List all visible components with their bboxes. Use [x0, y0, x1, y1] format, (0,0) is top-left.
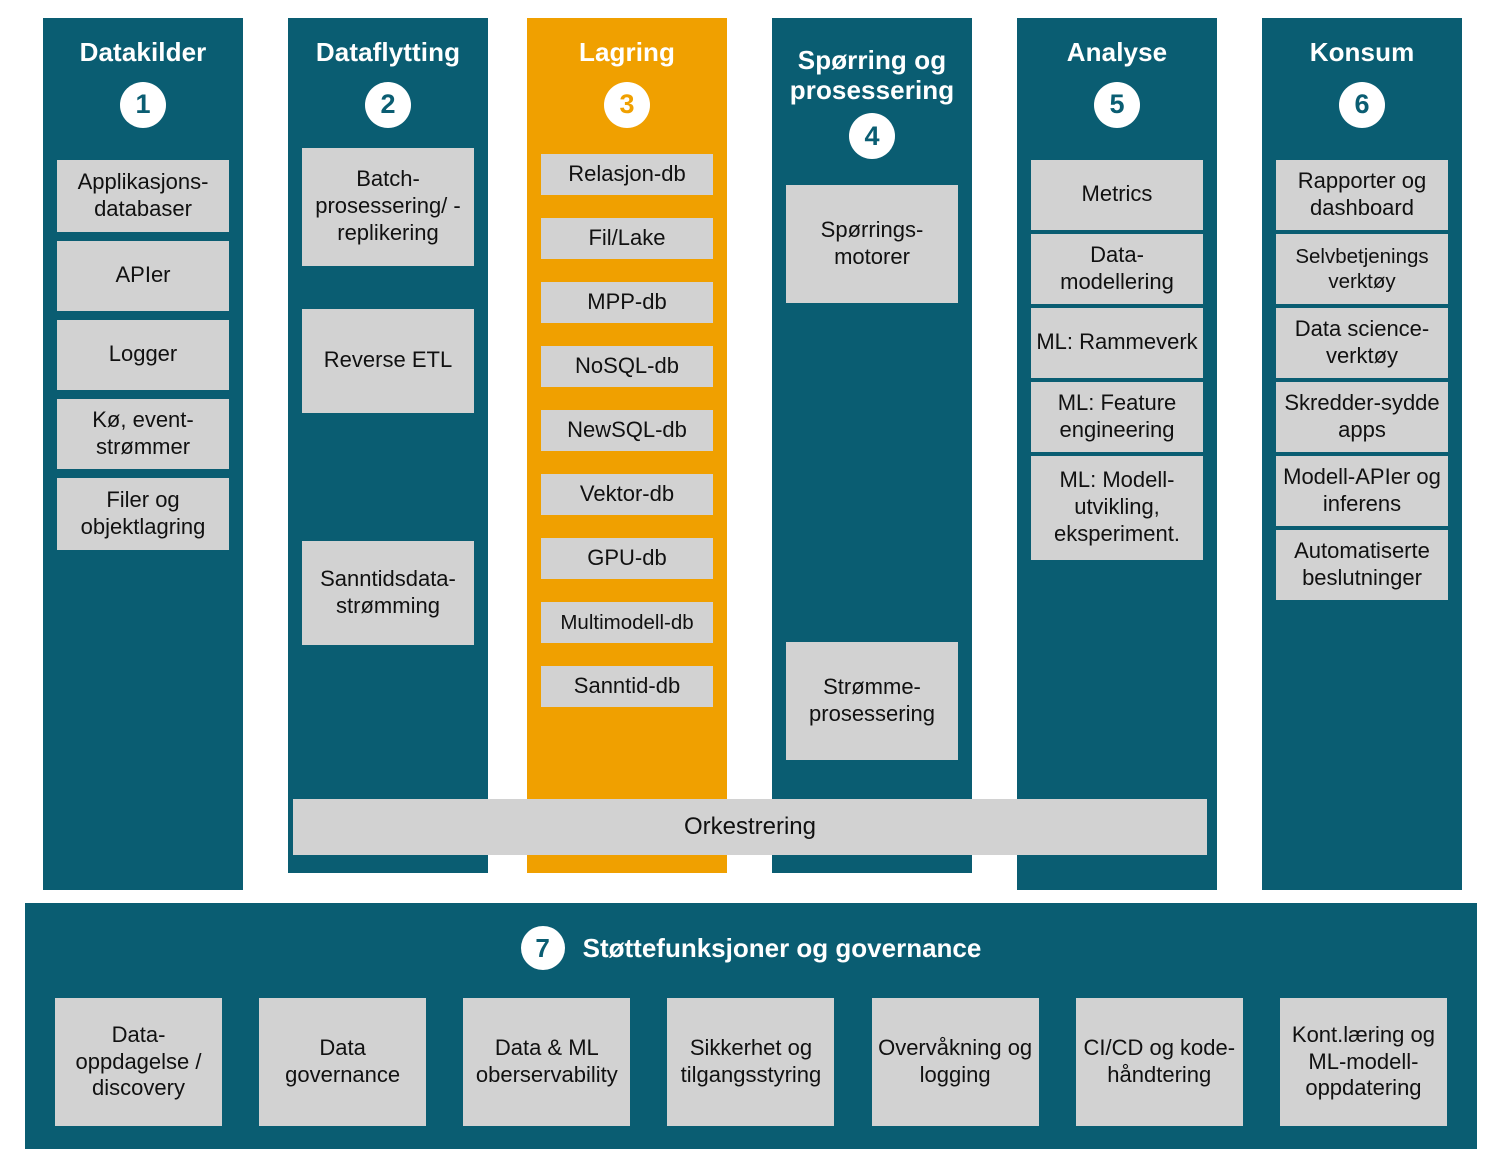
column-datakilder[interactable]: Datakilder 1 Applikasjons-databaser APIe…: [43, 18, 243, 890]
governance-panel: 7 Støttefunksjoner og governance Data-op…: [25, 903, 1477, 1149]
governance-number-badge: 7: [520, 926, 565, 970]
item-box[interactable]: Logger: [57, 319, 229, 390]
column-items: Spørrings-motorer Strømme-prosessering: [786, 185, 958, 769]
item-box[interactable]: NewSQL-db: [541, 409, 713, 451]
item-box[interactable]: Sikkerhet og tilgangsstyring: [667, 998, 835, 1126]
column-number-badge: 2: [365, 81, 411, 128]
column-number-badge: 5: [1094, 81, 1140, 128]
item-box[interactable]: Kont.læring og ML-modell-oppdatering: [1279, 998, 1447, 1126]
item-box[interactable]: Metrics: [1031, 159, 1203, 230]
item-box[interactable]: Reverse ETL: [302, 308, 474, 413]
item-box[interactable]: ML: Feature engineering: [1031, 381, 1203, 452]
column-number-badge: 3: [604, 81, 650, 128]
item-box[interactable]: Filer og objektlagring: [57, 477, 229, 550]
column-title: Datakilder: [79, 37, 207, 67]
item-box[interactable]: Kø, event-strømmer: [57, 398, 229, 469]
item-box[interactable]: Sanntid-db: [541, 665, 713, 707]
orchestration-label: Orkestrering: [683, 813, 817, 840]
item-box[interactable]: Sanntidsdata-strømming: [302, 540, 474, 645]
column-title: Dataflytting: [315, 37, 461, 67]
item-box[interactable]: Spørrings-motorer: [786, 185, 958, 304]
item-box[interactable]: Data & ML oberservability: [463, 998, 631, 1126]
column-title: Analyse: [1066, 37, 1168, 67]
item-box[interactable]: NoSQL-db: [541, 345, 713, 387]
column-number-badge: 1: [120, 81, 166, 128]
column-items: Relasjon-db Fil/Lake MPP-db NoSQL-db New…: [541, 153, 713, 707]
column-number-badge: 4: [849, 113, 895, 160]
item-box[interactable]: GPU-db: [541, 537, 713, 579]
pillar-columns: Datakilder 1 Applikasjons-databaser APIe…: [43, 18, 1462, 890]
governance-items: Data-oppdagelse / discovery Data governa…: [25, 998, 1477, 1126]
item-box[interactable]: Relasjon-db: [541, 153, 713, 195]
column-items: Batch-prosessering/ -replikering Reverse…: [302, 147, 474, 654]
item-box[interactable]: Data-modellering: [1031, 233, 1203, 304]
column-title: Spørring og prosessering: [789, 45, 955, 105]
column-dataflytting[interactable]: Dataflytting 2 Batch-prosessering/ -repl…: [288, 18, 488, 873]
item-box[interactable]: APIer: [57, 240, 229, 311]
column-items: Applikasjons-databaser APIer Logger Kø, …: [57, 159, 229, 559]
item-box[interactable]: Multimodell-db: [541, 601, 713, 643]
item-box[interactable]: Modell-APIer og inferens: [1276, 455, 1448, 526]
item-box[interactable]: Fil/Lake: [541, 217, 713, 259]
item-box[interactable]: Strømme-prosessering: [786, 642, 958, 761]
item-box[interactable]: Batch-prosessering/ -replikering: [302, 147, 474, 266]
column-konsum[interactable]: Konsum 6 Rapporter og dashboard Selvbetj…: [1262, 18, 1462, 890]
item-box[interactable]: Rapporter og dashboard: [1276, 159, 1448, 230]
item-box[interactable]: Overvåkning og logging: [871, 998, 1039, 1126]
item-box[interactable]: Applikasjons-databaser: [57, 159, 229, 232]
governance-header: 7 Støttefunksjoner og governance: [25, 926, 1477, 970]
item-box[interactable]: MPP-db: [541, 281, 713, 323]
column-sporring-og-prosessering[interactable]: Spørring og prosessering 4 Spørrings-mot…: [772, 18, 972, 873]
governance-title: Støttefunksjoner og governance: [582, 932, 982, 963]
item-box[interactable]: ML: Rammeverk: [1031, 307, 1203, 378]
item-box[interactable]: Data-oppdagelse / discovery: [55, 998, 222, 1126]
column-analyse[interactable]: Analyse 5 Metrics Data-modellering ML: R…: [1017, 18, 1217, 890]
column-lagring[interactable]: Lagring 3 Relasjon-db Fil/Lake MPP-db No…: [527, 18, 727, 873]
column-items: Metrics Data-modellering ML: Rammeverk M…: [1031, 159, 1203, 560]
item-box[interactable]: CI/CD og kode-håndtering: [1075, 998, 1243, 1126]
item-box[interactable]: Skredder-sydde apps: [1276, 381, 1448, 452]
item-box[interactable]: Automatiserte beslutninger: [1276, 529, 1448, 600]
column-number-badge: 6: [1339, 81, 1385, 128]
item-box[interactable]: Data science-verktøy: [1276, 307, 1448, 378]
column-items: Rapporter og dashboard Selvbetjenings ve…: [1276, 159, 1448, 600]
column-title: Konsum: [1309, 37, 1415, 67]
item-box[interactable]: Vektor-db: [541, 473, 713, 515]
column-title: Lagring: [578, 37, 676, 67]
orchestration-bar[interactable]: Orkestrering: [293, 799, 1207, 855]
item-box[interactable]: ML: Modell-utvikling, eksperiment.: [1031, 455, 1203, 560]
item-box[interactable]: Data governance: [259, 998, 427, 1126]
item-box[interactable]: Selvbetjenings verktøy: [1276, 233, 1448, 304]
